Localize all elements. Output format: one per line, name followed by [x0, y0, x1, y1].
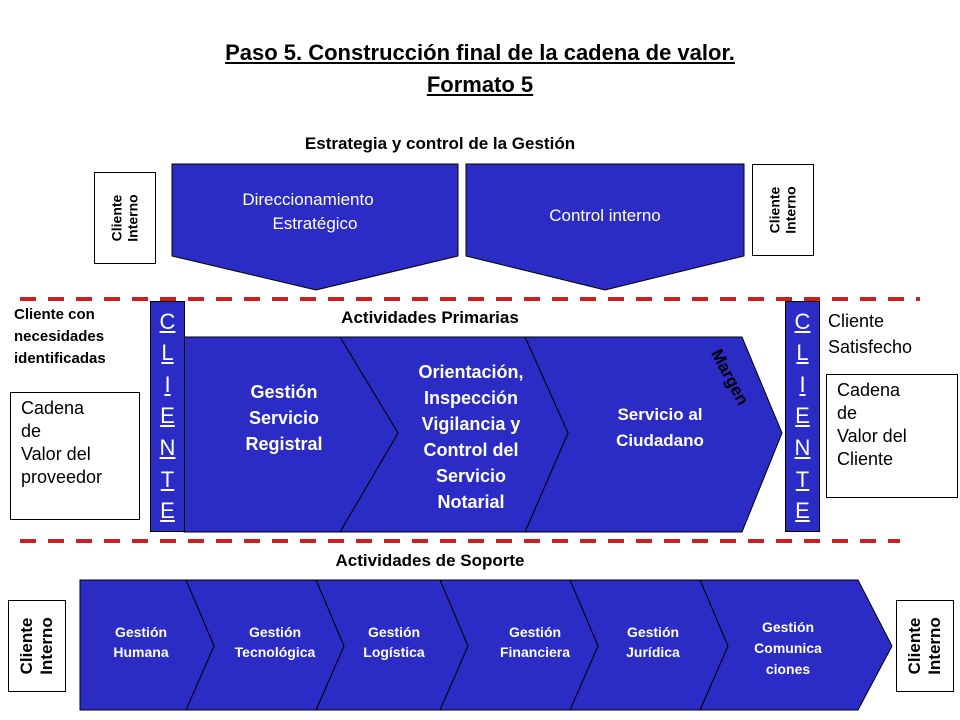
direccionamiento-line-2: Estratégico: [272, 214, 358, 233]
cliente-letter: C: [794, 308, 811, 334]
support-activity-4-line: Gestión: [508, 624, 562, 640]
cadena-proveedor-line-1: Cadena: [21, 398, 85, 418]
support-activity-2-line: Gestión: [248, 624, 302, 640]
cadena-cliente-box: Cadena de Valor del Cliente: [826, 374, 958, 498]
support-activity-3-label: Gestión Logística: [334, 612, 454, 672]
cliente-letter: E: [795, 403, 810, 429]
cliente-letter: I: [164, 371, 171, 397]
primary-activity-2-line: Control del: [423, 440, 519, 460]
cliente-interno-label: Cliente Interno: [109, 194, 141, 241]
cliente-interno-line-2: Interno: [925, 617, 945, 675]
direccionamiento-line-1: Direccionamiento: [242, 190, 374, 209]
cadena-proveedor-line-4: proveedor: [21, 467, 103, 487]
title-line-2: Formato 5: [426, 72, 534, 97]
cliente-letter: E: [160, 498, 175, 524]
control-interno-shape: [465, 163, 745, 291]
strategy-section-label: Estrategia y control de la Gestión: [304, 134, 576, 153]
support-section-label: Actividades de Soporte: [335, 551, 525, 570]
cliente-letter: T: [795, 466, 810, 492]
cadena-proveedor-line-2: de: [21, 421, 42, 441]
cliente-satisfecho-line-2: Satisfecho: [828, 337, 913, 357]
cliente-interno-line-2: Interno: [124, 194, 141, 242]
cliente-satisfecho-label: Cliente Satisfecho: [828, 308, 912, 360]
cliente-bar-right: C L I E N T E: [785, 301, 820, 532]
cadena-cliente-line-4: Cliente: [837, 449, 894, 469]
support-activity-1-line: Gestión: [114, 624, 168, 640]
primary-activity-1-line: Registral: [245, 434, 323, 454]
cliente-letter: N: [159, 435, 176, 461]
cliente-interno-line-1: Cliente: [766, 186, 783, 234]
support-activity-2-line: Tecnológica: [234, 644, 316, 660]
cliente-necesidades-label: Cliente con necesidades identificadas: [14, 304, 106, 370]
cliente-interno-line-2: Interno: [782, 186, 799, 234]
support-activity-5-label: Gestión Jurídica: [598, 612, 708, 672]
support-activity-3-line: Gestión: [367, 624, 421, 640]
cadena-cliente-line-1: Cadena: [837, 380, 901, 400]
cliente-necesidades-line-1: Cliente con: [14, 306, 95, 323]
cliente-interno-label: Cliente Interno: [905, 617, 945, 675]
primary-section-label: Actividades Primarias: [341, 308, 519, 327]
support-activity-1-label: Gestión Humana: [86, 612, 196, 672]
cliente-necesidades-line-2: necesidades: [14, 328, 105, 345]
primary-activity-2-label: Orientación, Inspección Vigilancia y Con…: [376, 352, 566, 522]
cliente-interno-line-1: Cliente: [108, 194, 125, 242]
cliente-interno-line-1: Cliente: [905, 617, 925, 675]
support-activity-6-line: ciones: [765, 660, 811, 677]
cliente-interno-bottom-left: Cliente Interno: [8, 600, 66, 692]
cliente-interno-top-right: Cliente Interno: [752, 164, 814, 256]
support-shape-1: [79, 579, 215, 711]
primary-activity-1-label: Gestión Servicio Registral: [200, 370, 368, 466]
cliente-letter: I: [799, 371, 806, 397]
support-activity-4-label: Gestión Financiera: [472, 612, 598, 672]
control-interno-label: Control interno: [549, 206, 661, 225]
primary-activity-3-line: Servicio al: [617, 405, 703, 424]
support-activity-1-line: Humana: [113, 644, 169, 660]
cliente-letter: N: [794, 435, 811, 461]
cliente-interno-line-2: Interno: [37, 617, 57, 675]
cliente-letter: L: [796, 340, 809, 366]
support-activity-6-line: Comunica: [754, 639, 822, 656]
primary-activity-2-line: Notarial: [437, 492, 505, 512]
title-line-1: Paso 5. Construcción final de la cadena …: [225, 40, 735, 65]
support-activity-5-line: Jurídica: [626, 644, 680, 660]
cliente-interno-label: Cliente Interno: [17, 617, 57, 675]
cliente-necesidades-line-3: identificadas: [14, 350, 106, 367]
primary-activity-2-line: Orientación,: [418, 362, 524, 382]
direccionamiento-label: Direccionamiento Estratégico: [172, 180, 458, 244]
primary-activity-3-line: Ciudadano: [616, 431, 704, 450]
support-activity-2-label: Gestión Tecnológica: [212, 612, 338, 672]
cadena-proveedor-box: Cadena de Valor del proveedor: [10, 392, 140, 520]
cadena-proveedor-line-3: Valor del: [21, 444, 91, 464]
cliente-letter: E: [795, 498, 810, 524]
primary-activity-2-line: Servicio: [435, 466, 507, 486]
support-activity-3-line: Logística: [363, 644, 425, 660]
cliente-letter: L: [161, 340, 174, 366]
primary-activity-2-line: Vigilancia y: [421, 414, 521, 434]
cliente-bar-left: C L I E N T E: [150, 301, 185, 532]
direccionamiento-shape: [171, 163, 459, 291]
cliente-letter: T: [160, 466, 175, 492]
primary-activity-3-label: Servicio al Ciudadano: [580, 398, 740, 458]
cliente-interno-line-1: Cliente: [17, 617, 37, 675]
cliente-letter: C: [159, 308, 176, 334]
cadena-cliente-line-2: de: [837, 403, 858, 423]
primary-activity-1-line: Servicio: [248, 408, 320, 428]
cliente-interno-top-left: Cliente Interno: [94, 172, 156, 264]
cadena-cliente-line-3: Valor del: [837, 426, 907, 446]
cliente-interno-bottom-right: Cliente Interno: [896, 600, 954, 692]
support-activity-6-line: Gestión: [761, 618, 815, 635]
support-activity-4-line: Financiera: [499, 644, 571, 660]
cliente-interno-label: Cliente Interno: [767, 186, 799, 233]
support-activity-5-line: Gestión: [626, 624, 680, 640]
primary-activity-2-line: Inspección: [423, 388, 519, 408]
cliente-satisfecho-line-1: Cliente: [828, 311, 885, 331]
cliente-letter: E: [160, 403, 175, 429]
support-activity-6-label: Gestión Comunica ciones: [728, 610, 848, 686]
primary-activity-1-line: Gestión: [250, 382, 318, 402]
